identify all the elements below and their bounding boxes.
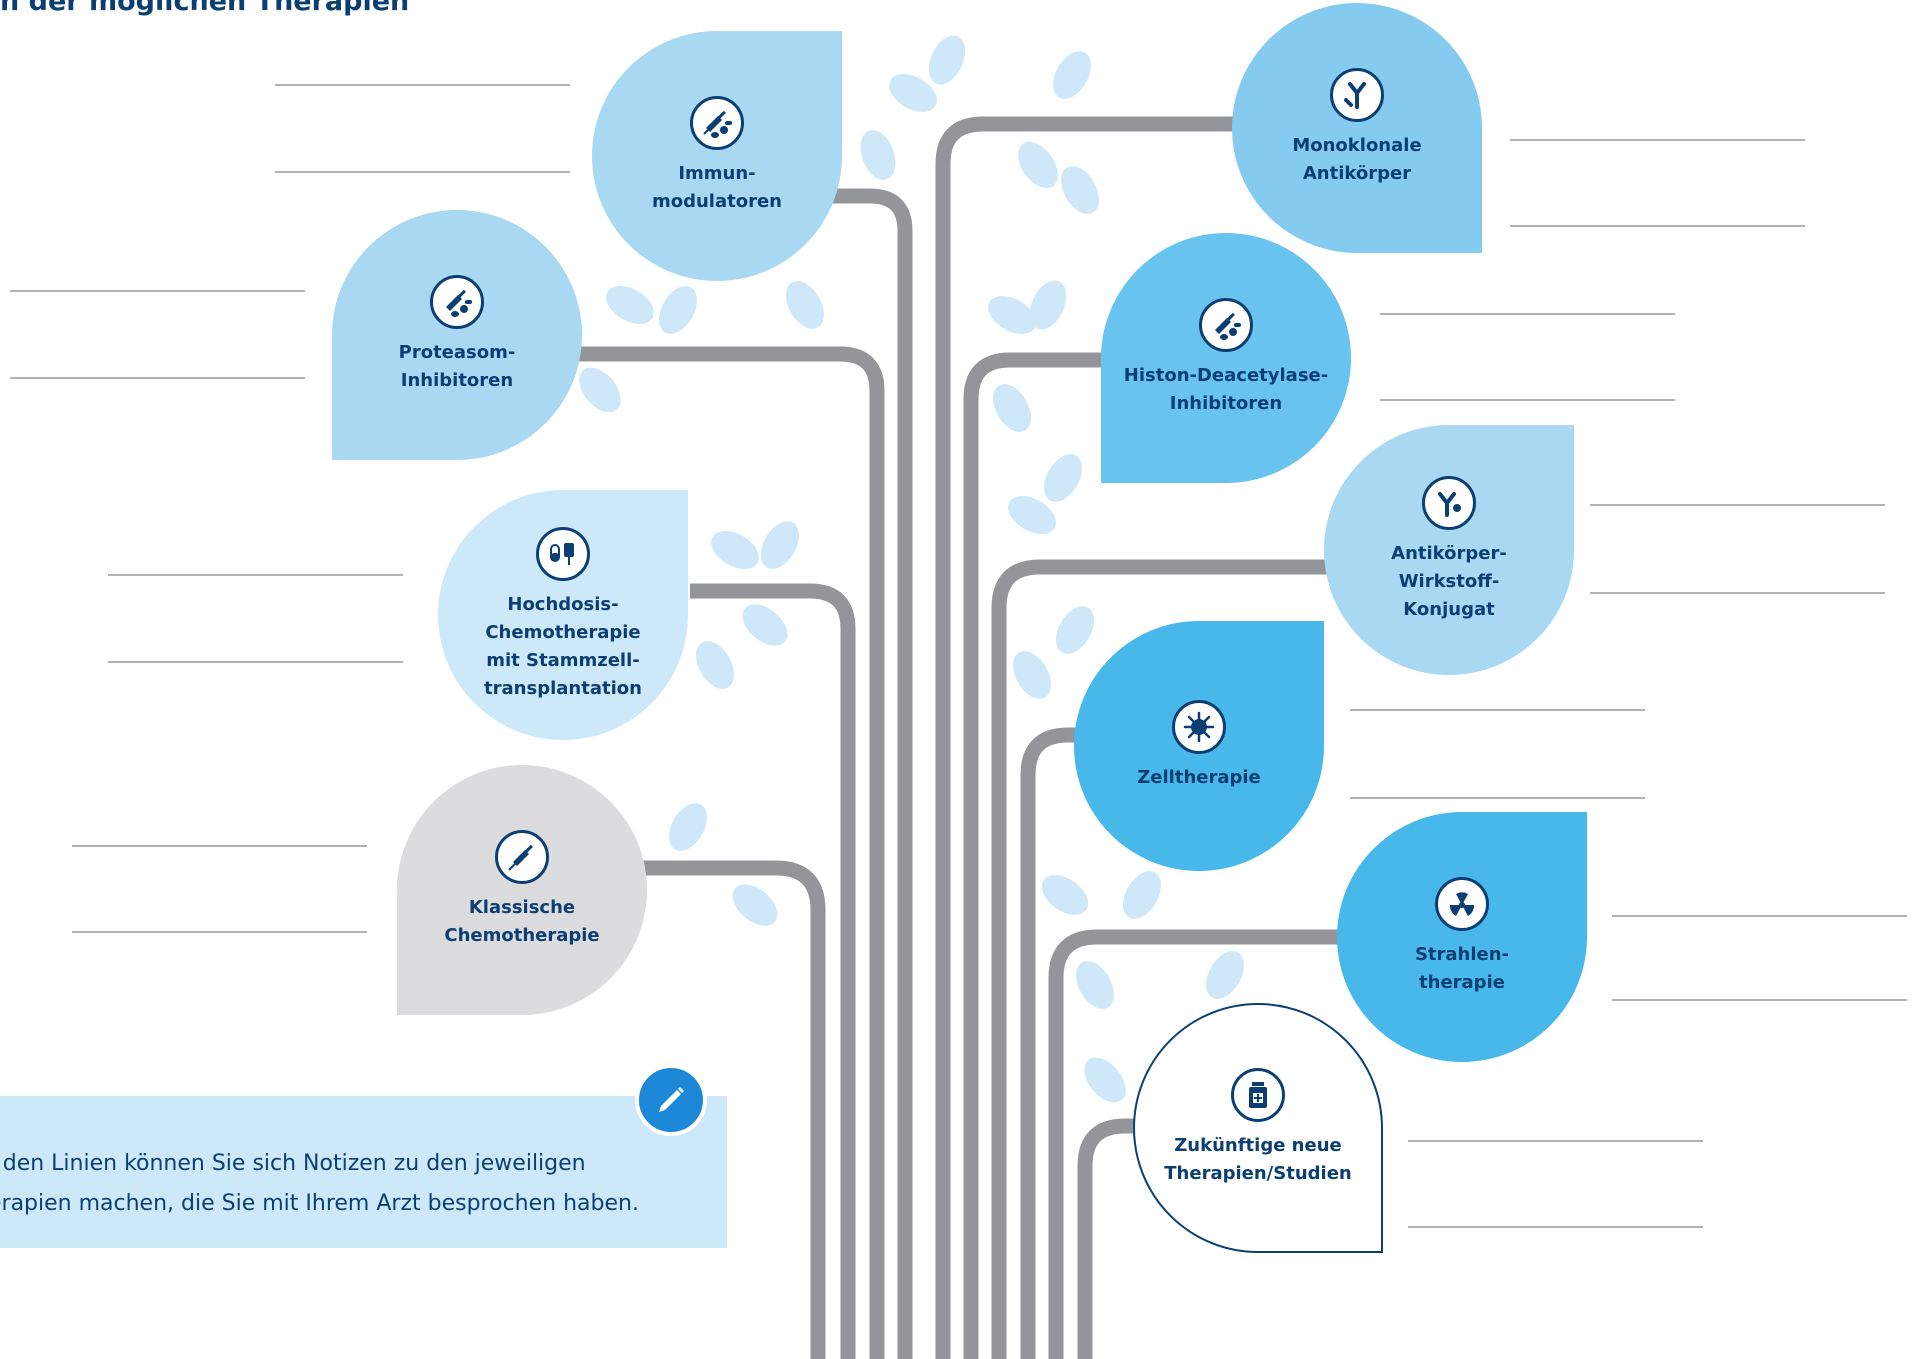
- therapy-histon-deacetylase-inhibitoren: Histon-Deacetylase- Inhibitoren: [1101, 233, 1351, 483]
- therapy-antikoerper-wirkstoff-konjugat: Antikörper- Wirkstoff- Konjugat: [1324, 425, 1574, 675]
- therapy-immunmodulatoren: Immun- modulatoren: [592, 31, 842, 281]
- therapy-monoklonale-antikoerper: Monoklonale Antikörper: [1232, 3, 1482, 253]
- cell-icon: [1172, 700, 1226, 754]
- syringe-pills-icon: [430, 275, 484, 329]
- tree-branches: [560, 116, 1340, 1359]
- decorative-leaves: [579, 35, 1244, 1103]
- syringe-pills-icon: [690, 96, 744, 150]
- therapy-label: Hochdosis- Chemotherapie mit Stammzell- …: [484, 594, 642, 699]
- radiation-icon: [1435, 877, 1489, 931]
- therapy-hochdosis-chemotherapie: Hochdosis- Chemotherapie mit Stammzell- …: [438, 490, 688, 740]
- antibody-icon: [1330, 68, 1384, 122]
- infusion-bag-icon: [536, 527, 590, 581]
- antibody-drug-conjugate-icon: [1422, 476, 1476, 530]
- therapy-label: Zelltherapie: [1137, 767, 1261, 788]
- syringe-pills-icon: [1199, 298, 1253, 352]
- therapy-zukuenftige-therapien: Zukünftige neue Therapien/Studien: [1133, 1003, 1383, 1253]
- therapy-strahlentherapie: Strahlen- therapie: [1337, 812, 1587, 1062]
- therapy-label: Immun- modulatoren: [651, 163, 782, 212]
- pencil-icon: [635, 1064, 707, 1136]
- therapy-label: Monoklonale Antikörper: [1292, 135, 1422, 184]
- therapy-label: Zukünftige neue Therapien/Studien: [1164, 1135, 1352, 1184]
- medicine-bottle-icon: [1231, 1068, 1285, 1122]
- note-text-content: f den Linien können Sie sich Notizen zu …: [0, 1151, 639, 1216]
- page-title: n der möglichen Therapien: [0, 0, 410, 17]
- therapy-label: Klassische Chemotherapie: [444, 897, 600, 946]
- note-text: f den Linien können Sie sich Notizen zu …: [0, 1144, 720, 1224]
- therapy-label: Strahlen- therapie: [1414, 944, 1510, 993]
- therapy-proteasom-inhibitoren: Proteasom- Inhibitoren: [332, 210, 582, 460]
- therapy-label: Proteasom- Inhibitoren: [398, 342, 516, 391]
- note-lines: [10, 84, 1907, 1228]
- note-box: [0, 1096, 727, 1248]
- therapy-label: Histon-Deacetylase- Inhibitoren: [1123, 365, 1329, 414]
- therapy-klassische-chemotherapie: Klassische Chemotherapie: [397, 765, 647, 1015]
- syringe-icon: [495, 830, 549, 884]
- therapy-label: Antikörper- Wirkstoff- Konjugat: [1391, 543, 1507, 620]
- therapy-zelltherapie: Zelltherapie: [1074, 621, 1324, 871]
